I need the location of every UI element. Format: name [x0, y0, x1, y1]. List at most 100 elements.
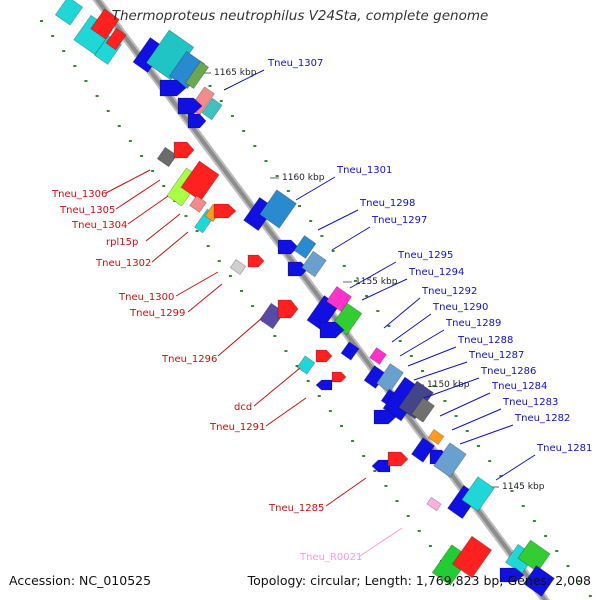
- callout-line: [223, 69, 265, 91]
- tick-dot: [544, 535, 548, 537]
- tick-dot: [465, 430, 469, 432]
- scale-label: 1150 kbp: [427, 380, 470, 390]
- gene-label-plus: Tneu_1287: [468, 350, 524, 361]
- tick-dot: [398, 340, 402, 342]
- callout-line: [331, 226, 371, 251]
- tick-dot: [117, 125, 121, 127]
- callout-line: [253, 367, 301, 407]
- tick-dot: [555, 550, 559, 552]
- gene-arrow: [315, 379, 333, 391]
- tick-dot: [331, 250, 335, 252]
- gene-label-plus: Tneu_1282: [514, 413, 570, 424]
- callout-line: [413, 361, 468, 381]
- gene-block: [259, 189, 297, 229]
- gene-label-minus: dcd: [234, 402, 252, 413]
- gene-label-minus: Tneu_1300: [118, 292, 174, 303]
- gene-arrow: [387, 451, 409, 467]
- gene-label-plus: Tneu_1281: [536, 443, 592, 454]
- tick-dot: [51, 35, 55, 37]
- tick-dot: [242, 130, 246, 132]
- tick-dot: [395, 500, 399, 502]
- tick-dot: [195, 230, 199, 232]
- callout-line: [317, 209, 359, 231]
- tick-dot: [286, 190, 290, 192]
- gene-label-plus: Tneu_1289: [445, 318, 501, 329]
- tick-dot: [273, 335, 277, 337]
- gene-arrow: [277, 239, 299, 255]
- gene-block: [523, 565, 555, 597]
- tick-dot: [251, 305, 255, 307]
- gene-block: [427, 428, 445, 446]
- callout-line: [325, 477, 367, 507]
- callout-line: [105, 169, 151, 194]
- tick-dot: [306, 380, 310, 382]
- callout-line: [423, 377, 480, 399]
- tick-dot: [476, 445, 480, 447]
- gene-block: [517, 539, 551, 573]
- map-title: Thermoproteus neutrophilus V24Sta, compl…: [111, 8, 489, 24]
- gene-block: [105, 27, 127, 51]
- gene-label-plus: Tneu_1301: [336, 165, 392, 176]
- tick-dot: [432, 385, 436, 387]
- gene-block: [189, 195, 207, 213]
- gene-arrow: [319, 321, 345, 339]
- callout-line: [407, 346, 457, 367]
- callout-line: [495, 454, 536, 481]
- gene-label-plus: Tneu_1286: [480, 366, 536, 377]
- gene-block: [229, 258, 247, 276]
- callout-line: [451, 408, 502, 431]
- callout-line: [359, 527, 403, 557]
- gene-label-plus: Tneu_1307: [267, 58, 323, 69]
- accession-text: Accession: NC_010525: [9, 573, 152, 588]
- tick-dot: [510, 490, 514, 492]
- gene-block: [293, 235, 317, 259]
- tick-dot: [532, 520, 536, 522]
- tick-dot: [365, 295, 369, 297]
- gene-label-rna: Tneu_R0021: [299, 552, 362, 563]
- gene-label-minus: Tneu_1305: [59, 205, 115, 216]
- gene-label-minus: Tneu_1291: [209, 422, 265, 433]
- callout-line: [265, 397, 307, 427]
- tick-dot: [340, 425, 343, 427]
- gene-label-plus: Tneu_1298: [359, 198, 415, 209]
- tick-dot: [417, 530, 421, 532]
- gene-label-plus: Tneu_1290: [432, 302, 488, 313]
- gene-block: [376, 363, 404, 393]
- gene-arrow: [277, 299, 299, 319]
- tick-dot: [298, 205, 302, 207]
- gene-arrow: [287, 261, 309, 277]
- callout-line: [361, 278, 408, 301]
- gene-block: [426, 496, 442, 512]
- tick-dot: [284, 350, 288, 352]
- gene-block: [410, 397, 436, 423]
- callout-line: [187, 283, 223, 313]
- scale-label: 1160 kbp: [282, 173, 325, 183]
- gene-label-plus: Tneu_1284: [491, 381, 547, 392]
- callout-line: [459, 424, 514, 445]
- gene-arrow: [187, 113, 207, 129]
- gene-block: [201, 97, 223, 121]
- tick-dot: [351, 440, 355, 442]
- tick-dot: [409, 355, 413, 357]
- tick-dot: [228, 275, 232, 277]
- gene-block: [184, 60, 210, 90]
- tick-dot: [362, 455, 366, 457]
- callout-line: [115, 179, 161, 210]
- tick-dot: [443, 400, 447, 402]
- gene-block: [90, 8, 120, 40]
- topology-text: Topology: circular; Length: 1,769,823 bp…: [247, 573, 591, 588]
- callout-line: [295, 176, 336, 201]
- gene-arrow: [213, 203, 237, 219]
- gene-label-minus: Tneu_1285: [268, 503, 324, 514]
- tick-dot: [184, 215, 188, 217]
- gene-arrow: [247, 254, 265, 268]
- scale-label: 1145 kbp: [502, 482, 545, 492]
- tick-dot: [588, 595, 592, 597]
- gene-block: [296, 355, 316, 375]
- gene-arrow: [373, 409, 397, 425]
- tick-dot: [373, 470, 377, 472]
- gene-block: [340, 341, 360, 361]
- gene-label-plus: Tneu_1283: [502, 397, 558, 408]
- tick-dot: [320, 235, 324, 237]
- tick-dot: [240, 290, 243, 292]
